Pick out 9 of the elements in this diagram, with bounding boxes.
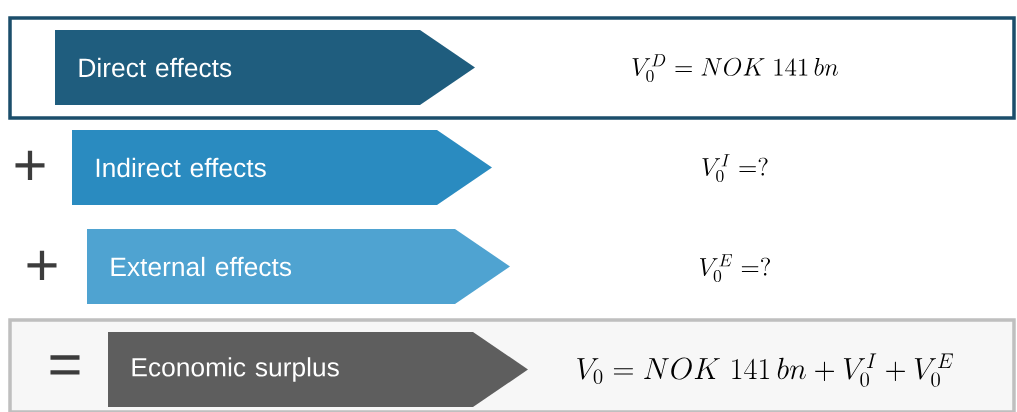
formula: $V_0^I = ?$ [702, 154, 768, 183]
operator-sign: + [15, 150, 45, 180]
formula: $V_0^E = ?$ [699, 254, 770, 283]
arrow-banner: Direct effects [55, 30, 475, 105]
arrow-banner: Indirect effects [72, 130, 492, 205]
operator-sign: + [27, 250, 57, 280]
operator-sign: = [50, 355, 80, 375]
arrow-banner: External effects [87, 229, 510, 304]
arrow-banner: Economic surplus [108, 332, 528, 407]
